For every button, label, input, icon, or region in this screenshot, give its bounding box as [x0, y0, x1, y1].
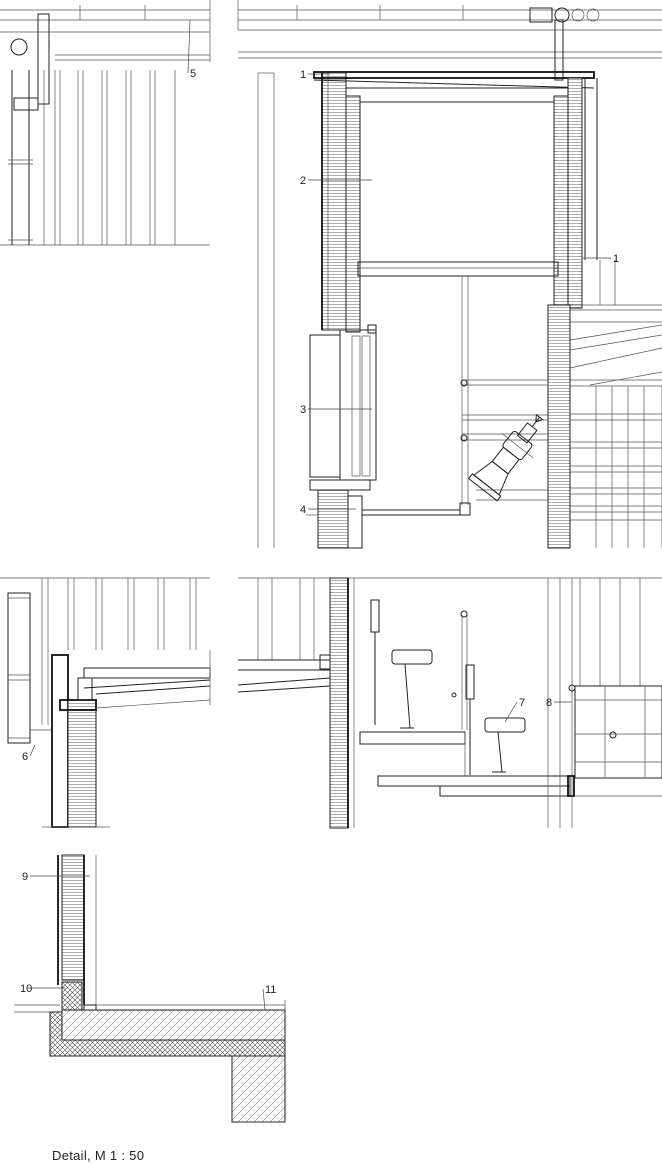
- callout-label-7: 7: [519, 697, 525, 709]
- callout-label-1: 1: [613, 253, 619, 265]
- callout-leader-line: [504, 701, 518, 723]
- callout-label-4: 4: [300, 504, 306, 516]
- callout-leader-line: [29, 744, 36, 757]
- panel-top-left: [0, 0, 211, 246]
- panel-bottom: [14, 854, 286, 1123]
- callout-label-5: 5: [190, 68, 196, 80]
- callout-label-3: 3: [300, 404, 306, 416]
- bolt-icon: [460, 434, 468, 442]
- drawing-caption: Detail, M 1 : 50: [52, 1148, 145, 1163]
- panel-top-right: [237, 0, 662, 549]
- callout-label-9: 9: [22, 871, 28, 883]
- callout-label-11: 11: [265, 984, 276, 996]
- panel-middle-right: [237, 577, 662, 829]
- callouts: 1 2 3 4 5 1 6 7 8 9 10 11: [20, 19, 619, 1011]
- callout-label-10: 10: [20, 983, 32, 995]
- callout-label-1: 1: [300, 69, 306, 81]
- panel-middle-left: [0, 577, 211, 828]
- spotlight-icon: [468, 413, 544, 502]
- bolt-icon: [460, 379, 468, 387]
- pipe-circle-icon: [554, 7, 570, 23]
- pipe-circle-icon: [10, 38, 28, 56]
- callout-label-6: 6: [22, 751, 28, 763]
- seat-icon: [370, 599, 433, 729]
- callout-leader-line: [187, 19, 191, 74]
- callout-label-2: 2: [300, 175, 306, 187]
- callout-label-8: 8: [546, 697, 552, 709]
- seat-icon: [465, 664, 526, 775]
- callout-leader-line: [262, 988, 266, 1011]
